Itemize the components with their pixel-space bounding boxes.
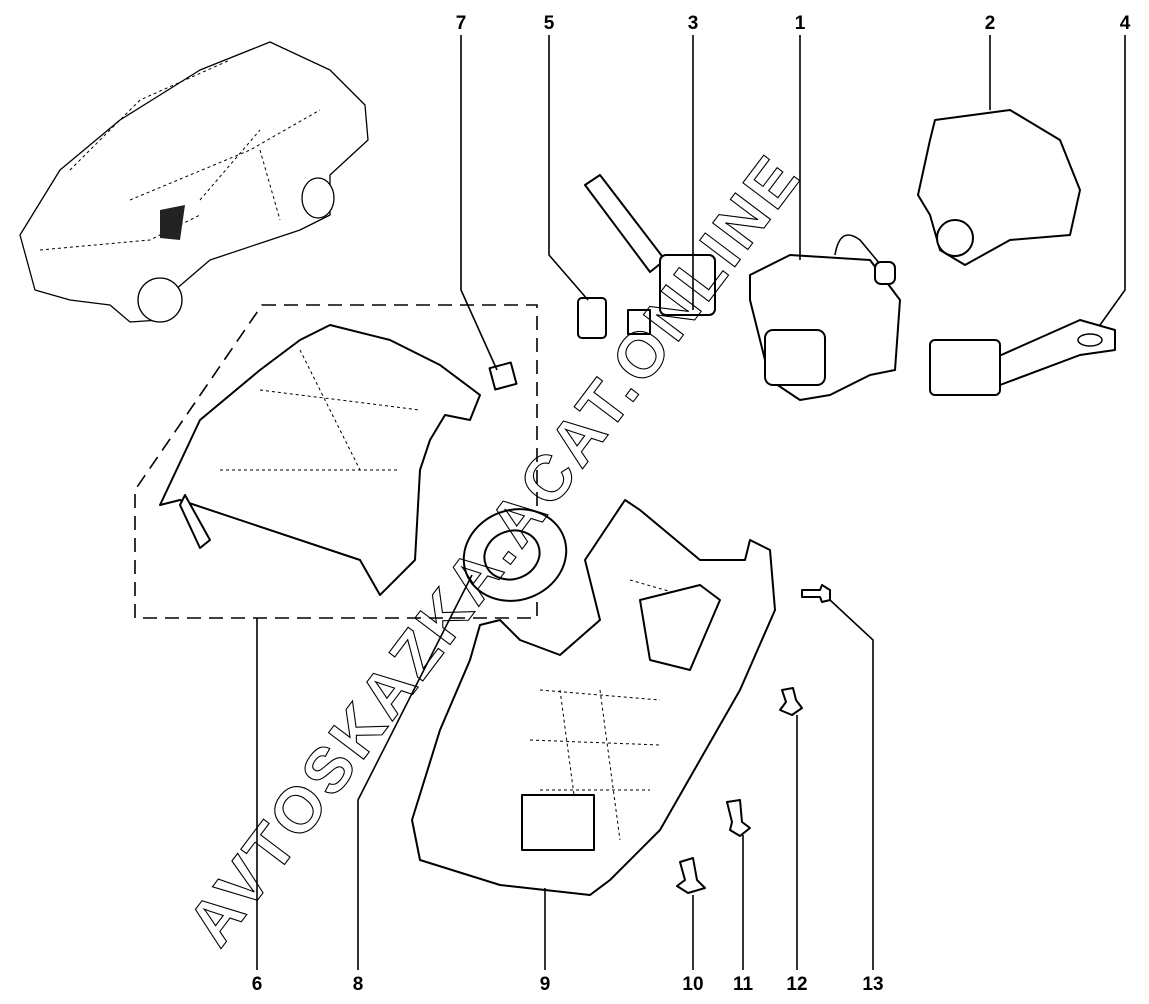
screw-11: [726, 799, 751, 837]
callout-7: 7: [456, 13, 467, 34]
callout-6: 6: [252, 974, 263, 995]
callout-9: 9: [540, 974, 551, 995]
clip-7: [488, 361, 518, 391]
lower-shroud-9: [411, 499, 776, 896]
callout-5: 5: [544, 13, 555, 34]
screw-10: [676, 857, 706, 894]
car-overview-illustration: [19, 41, 369, 323]
group-box-6: [134, 304, 538, 619]
callout-12: 12: [786, 974, 807, 995]
screw-12: [779, 687, 803, 716]
callout-13: 13: [862, 974, 883, 995]
screw-13: [801, 584, 831, 603]
upper-shroud-6: [159, 324, 481, 596]
callout-4: 4: [1120, 13, 1131, 34]
ignition-switch-1: [749, 234, 901, 401]
clock-spring-2: [917, 109, 1081, 266]
leader-lines: [256, 35, 1126, 970]
stalk-switch-3: [584, 174, 716, 335]
callout-8: 8: [353, 974, 364, 995]
callout-10: 10: [682, 974, 703, 995]
callout-1: 1: [795, 13, 806, 34]
callout-3: 3: [688, 13, 699, 34]
stalk-switch-4: [929, 319, 1116, 396]
connector-5: [577, 297, 607, 339]
seal-ring-8: [462, 508, 568, 602]
callout-11: 11: [733, 974, 754, 995]
callout-2: 2: [985, 13, 996, 34]
